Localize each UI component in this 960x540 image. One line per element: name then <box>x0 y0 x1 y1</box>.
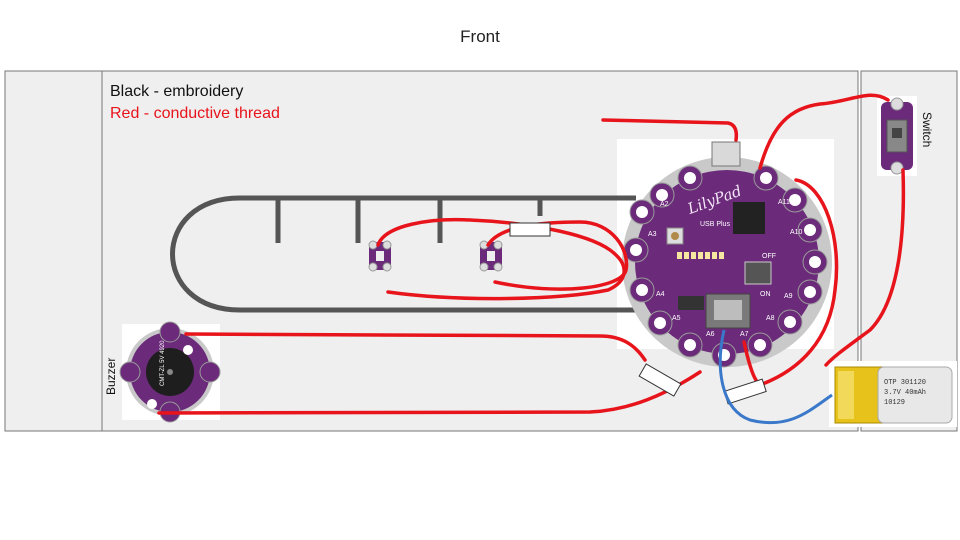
battery-text-3: 10129 <box>884 399 905 407</box>
battery-text-1: OTP 301120 <box>884 379 926 387</box>
legend-embroidery: Black - embroidery <box>110 83 244 100</box>
battery-wire <box>718 329 833 425</box>
board-model-text: USB Plus <box>700 221 730 228</box>
page-title: Front <box>460 27 500 46</box>
microcontroller-chip <box>733 202 765 234</box>
legend-conductive-thread: Red - conductive thread <box>110 105 280 122</box>
pin-label-a8: A8 <box>766 315 775 322</box>
thread-sleeves <box>509 222 767 405</box>
thread-a11-switch <box>758 93 890 170</box>
pin-label-a7: A7 <box>740 331 749 338</box>
battery-component: OTP 301120 3.7V 40mAh 10129 <box>829 361 957 427</box>
switch-component <box>877 96 917 176</box>
thread-switch-battery <box>824 168 906 367</box>
pin-label-a3: A3 <box>648 231 657 238</box>
buzzer-label: Buzzer <box>104 357 118 395</box>
thread-usb-top <box>601 118 739 142</box>
lilypad-board: LilyPad USB Plus A2 A3 A4 A5 A6 A7 A8 A9… <box>622 141 832 368</box>
led-1 <box>368 240 392 272</box>
left-flap <box>4 70 103 432</box>
buzzer-marking: CMT-ZL 5V 4920 <box>160 340 166 386</box>
embroidery-outline <box>170 195 636 313</box>
pin-label-on: ON <box>760 291 771 298</box>
battery-text-2: 3.7V 40mAh <box>884 389 926 397</box>
thread-buzzer-top <box>184 332 647 362</box>
thread-switch-a9-loop <box>758 178 839 387</box>
led-row <box>677 252 724 259</box>
thread-led1-led2 <box>376 217 626 301</box>
thread-buzzer-bottom <box>157 370 702 415</box>
buzzer-component: CMT-ZL 5V 4920 <box>119 321 221 423</box>
power-switch <box>744 261 772 285</box>
pin-label-a6: A6 <box>706 331 715 338</box>
pin-label-a11: A11 <box>778 199 790 206</box>
sleeve-buzzer-thread <box>638 363 682 397</box>
led-2 <box>479 240 503 272</box>
pin-label-a2: A2 <box>660 201 669 208</box>
pin-label-a10: A10 <box>790 229 803 236</box>
pin-label-off: OFF <box>762 253 776 260</box>
pin-label-a4: A4 <box>656 291 665 298</box>
pin-label-a9: A9 <box>784 293 793 300</box>
thread-a7-battery <box>742 340 758 382</box>
sleeve-led-thread <box>509 222 551 237</box>
pin-label-a5: A5 <box>672 315 681 322</box>
small-chip <box>678 296 704 310</box>
battery-connector <box>705 293 751 329</box>
switch-label: Switch <box>920 112 934 148</box>
usb-port <box>711 141 741 167</box>
